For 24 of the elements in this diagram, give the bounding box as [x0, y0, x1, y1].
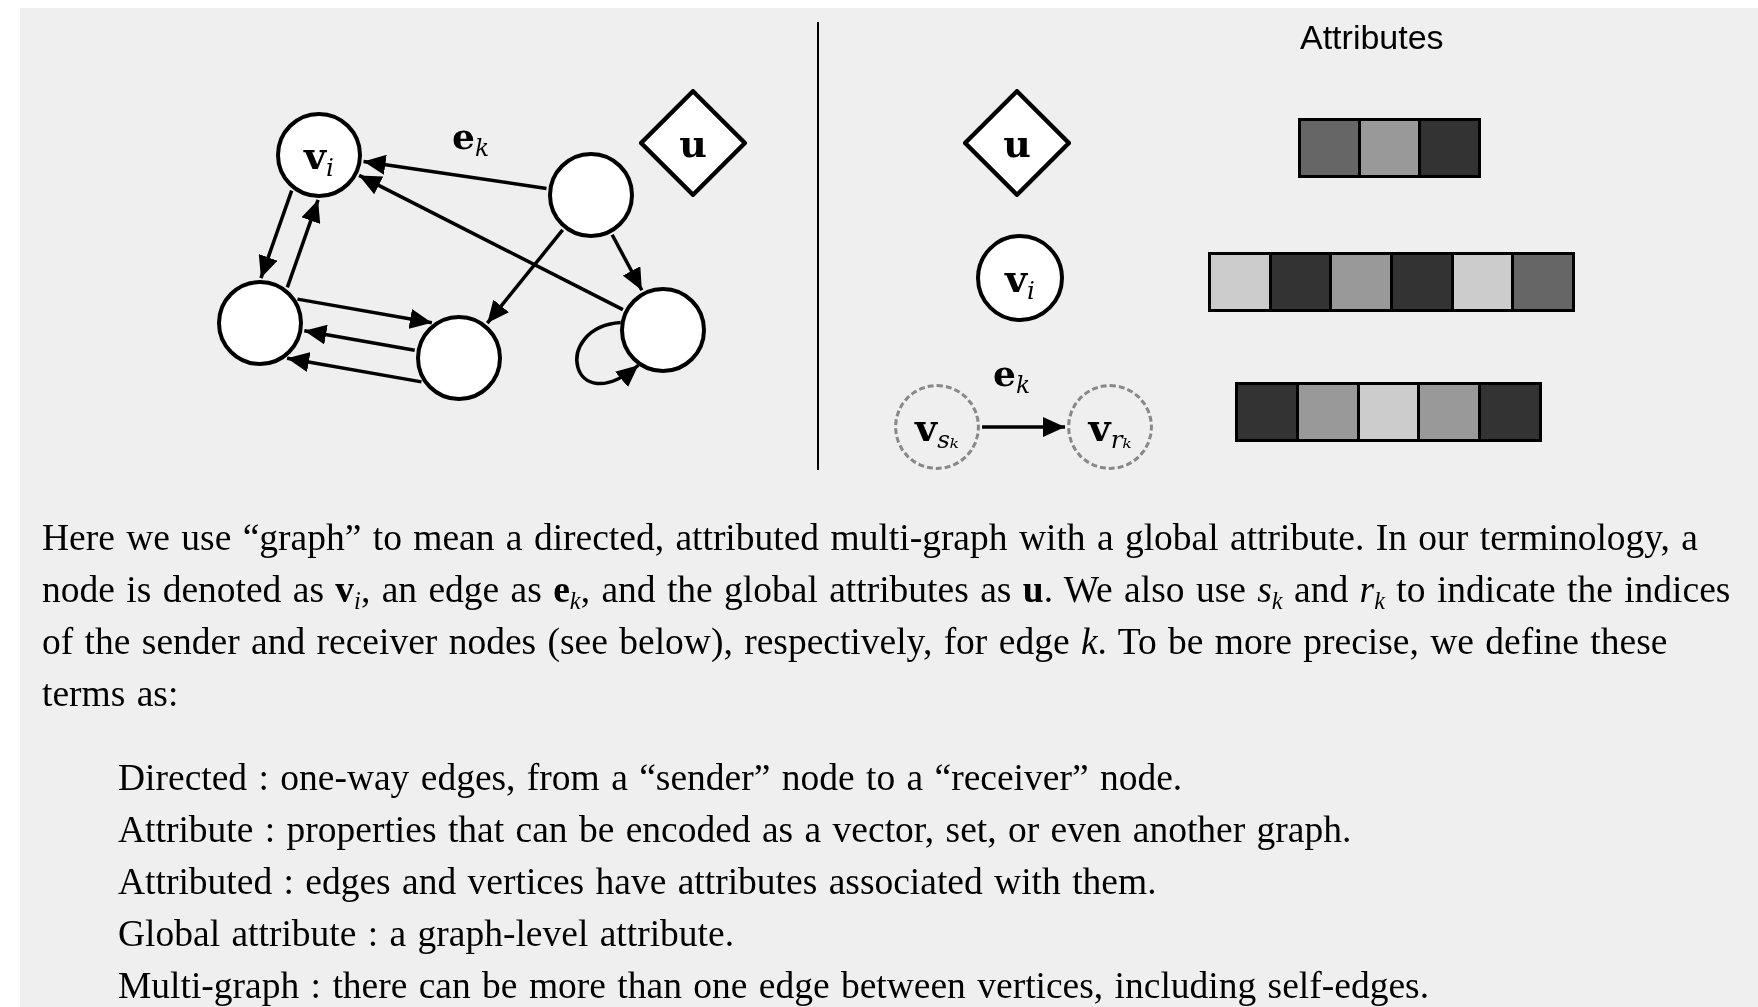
arrow	[575, 320, 640, 387]
arrow	[610, 233, 644, 292]
arrow	[285, 199, 321, 288]
edge-label: e$_{k}$	[452, 115, 490, 157]
dashed-circle-node: v$_{sₖ}$	[894, 384, 980, 470]
arrow	[258, 190, 294, 279]
arrow	[358, 173, 624, 312]
dashed-circle-node: v$_{rₖ}$	[1067, 384, 1153, 470]
definition-line: Attribute : properties that can be encoded as a vector, set, or even another graph.	[118, 808, 1352, 852]
body-paragraph: Here we use “graph” to mean a directed, attributed multi-graph with a global attribute. In our terminology, a node is denoted as v$_{i}$, an edge as e$_{k}$, and the global attributes as u. We also use s$_{k}$ and r$_{k}$ to indicate the indices of the sender and receiver nodes (see below), respectively, for edge k. To be more precise, we define these terms as:	[42, 516, 1732, 716]
diamond-node: u	[963, 89, 1071, 197]
arrow	[982, 417, 1065, 437]
arrow	[485, 228, 565, 325]
arrow	[363, 154, 547, 191]
definition-line: Multi-graph : there can be more than one edge between vertices, including self-edges.	[118, 964, 1429, 1007]
definition-line: Global attribute : a graph-level attribute.	[118, 912, 735, 956]
arrow	[286, 352, 422, 384]
section-heading: Attributes	[1300, 18, 1444, 57]
arrow	[297, 297, 433, 329]
arrow	[304, 324, 415, 352]
definition-line: Directed : one-way edges, from a “sender” node to a “receiver” node.	[118, 756, 1183, 800]
diamond-node: u	[639, 89, 747, 197]
edge-label: e$_{k}$	[993, 352, 1031, 394]
definition-line: Attributed : edges and vertices have attributes associated with them.	[118, 860, 1157, 904]
